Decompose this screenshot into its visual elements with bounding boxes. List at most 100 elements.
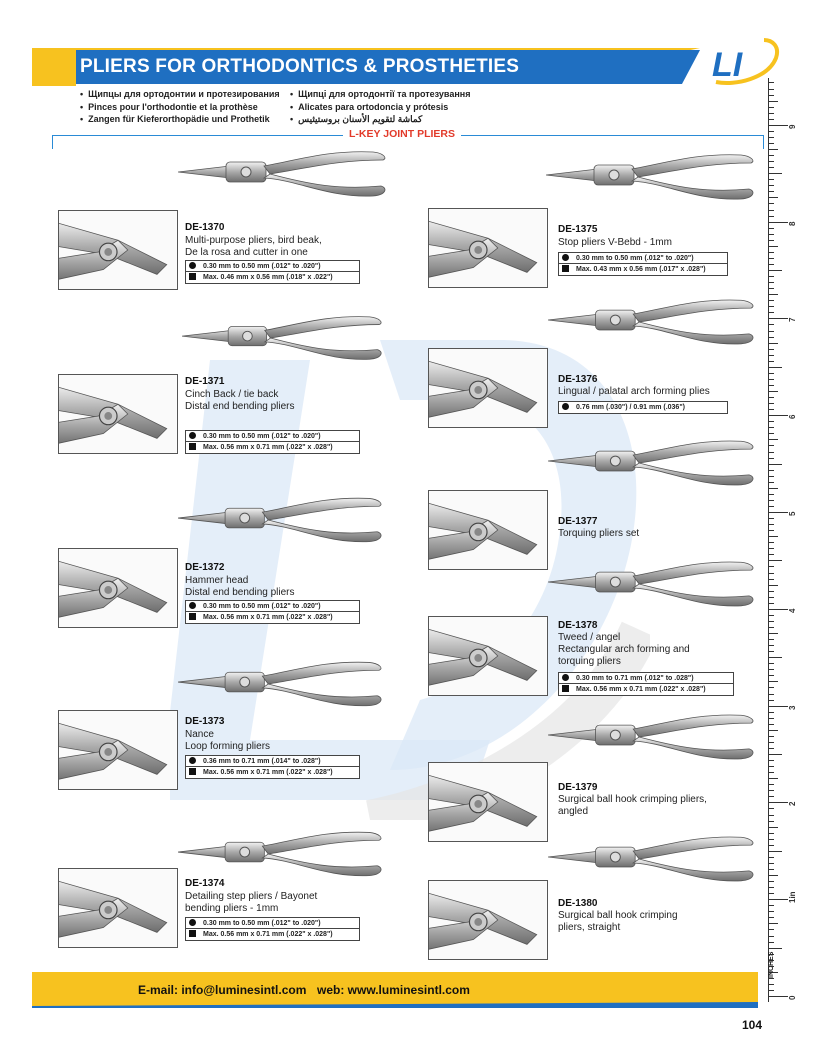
ruler-tick — [768, 760, 774, 762]
ruler-tick — [768, 82, 774, 84]
product-code: DE-1376 — [558, 374, 598, 385]
ruler-tick — [768, 971, 778, 973]
ruler-tick — [768, 161, 774, 163]
description-line: Rectangular arch forming and — [558, 644, 690, 655]
description-line: Nance — [185, 729, 214, 740]
spec-text: Max. 0.56 mm x 0.71 mm (.022" x .028") — [576, 686, 706, 693]
square-wire-icon — [189, 930, 196, 937]
ruler-tick — [768, 905, 774, 907]
round-wire-icon — [562, 254, 569, 261]
languages-column-1: Щипцы для ортодонтии и протезирования Pi… — [80, 88, 280, 126]
description-line: Loop forming pliers — [185, 741, 271, 752]
ruler-tick — [768, 705, 788, 707]
ruler-tick — [768, 929, 774, 931]
ruler-number: 9 — [788, 124, 797, 129]
ruler-tick — [768, 657, 782, 659]
ruler-tick — [768, 584, 778, 586]
ruler-tick — [768, 445, 774, 447]
ruler-tick — [768, 572, 774, 574]
product-description: Cinch Back / tie back Distal end bending… — [185, 389, 295, 413]
plier-photo-de-1377 — [548, 440, 754, 486]
ruler-tick — [768, 560, 782, 562]
ruler-tick — [768, 493, 774, 495]
ruler-tick — [768, 844, 774, 846]
product-description: Lingual / palatal arch forming plies — [558, 386, 710, 398]
ruler-number: 4 — [788, 608, 797, 613]
ruler-tick — [768, 778, 778, 780]
description-line: Surgical ball hook crimping pliers, — [558, 794, 707, 805]
ruler-tick — [768, 475, 774, 477]
page-title: PLIERS FOR ORTHODONTICS & PROSTHETIES — [80, 56, 520, 77]
product-code: DE-1378 — [558, 620, 598, 631]
spec-text: Max. 0.56 mm x 0.71 mm (.022" x .028") — [203, 931, 333, 938]
description-line: torquing pliers — [558, 656, 621, 667]
ruler-tick — [768, 887, 774, 889]
plier-closeup-de-1372 — [58, 548, 178, 628]
ruler-tick — [768, 826, 778, 828]
ruler-tick — [768, 590, 774, 592]
description-line: angled — [558, 806, 589, 817]
spec-text: 0.30 mm to 0.50 mm (.012" to .020") — [203, 263, 321, 270]
product-description: Surgical ball hook crimping pliers, angl… — [558, 794, 707, 818]
spec-text: 0.30 mm to 0.71 mm (.012" to .028") — [576, 675, 694, 682]
ruler-tick — [768, 669, 774, 671]
spec-text: 0.30 mm to 0.50 mm (.012" to .020") — [576, 255, 694, 262]
ruler-tick — [768, 451, 774, 453]
plier-closeup-de-1377 — [428, 490, 548, 570]
spec-text: 0.30 mm to 0.50 mm (.012" to .020") — [203, 433, 321, 440]
ruler-tick — [768, 342, 778, 344]
ruler-tick — [768, 917, 774, 919]
ruler-tick — [768, 433, 774, 435]
product-description: Surgical ball hook crimping pliers, stra… — [558, 910, 678, 934]
plier-closeup-de-1370 — [58, 210, 178, 290]
product-code: DE-1371 — [185, 376, 225, 387]
description-line: Torquing pliers set — [558, 528, 640, 539]
ruler-tick — [768, 996, 788, 997]
plier-closeup-de-1380 — [428, 880, 548, 960]
product-code: DE-1370 — [185, 222, 225, 233]
ruler-tick — [768, 505, 774, 507]
product-description: Nance Loop forming pliers — [185, 729, 270, 753]
spec-text: Max. 0.43 mm x 0.56 mm (.017" x .028") — [576, 266, 706, 273]
ruler-tick — [768, 94, 774, 96]
product-code: DE-1372 — [185, 562, 225, 573]
ruler-tick — [768, 518, 774, 520]
footer-band — [32, 972, 758, 1008]
ruler-tick — [768, 415, 788, 417]
ruler-tick — [768, 620, 774, 622]
ruler-tick — [768, 391, 778, 392]
ruler-tick — [768, 288, 774, 290]
ruler-tick — [768, 741, 774, 743]
ruler-tick — [768, 989, 774, 991]
ruler-tick — [768, 124, 788, 126]
plier-closeup-de-1373 — [58, 710, 178, 790]
plier-photo-de-1378 — [548, 561, 754, 607]
round-wire-icon — [189, 262, 196, 269]
ruler-tick — [768, 766, 774, 768]
ruler-number: 2 — [788, 801, 797, 807]
description-line: Tweed / angel — [558, 632, 621, 643]
description-line: De la rosa and cutter in one — [185, 247, 308, 258]
language-line-ar: كماشة لتقويم الأسنان بروستيثيس — [290, 113, 470, 126]
ruler-tick — [768, 282, 774, 284]
footer-web-link[interactable]: web: www.luminesintl.com — [317, 983, 470, 997]
spec-row: Max. 0.56 mm x 0.71 mm (.022" x .028") — [186, 442, 359, 453]
ruler-axis — [768, 78, 769, 1002]
ruler-tick — [768, 185, 774, 187]
spec-box: 0.76 mm (.030") / 0.91 mm (.036") — [558, 401, 728, 414]
spec-row: 0.30 mm to 0.50 mm (.012" to .020") — [186, 601, 359, 612]
footer-email-link[interactable]: E-mail: info@luminesintl.com — [138, 983, 307, 997]
spec-text: Max. 0.46 mm x 0.56 mm (.018" x .022") — [203, 274, 333, 281]
square-wire-icon — [562, 685, 569, 692]
product-description: Detailing step pliers / Bayonet bending … — [185, 891, 317, 915]
ruler-tick — [768, 354, 774, 356]
ruler-tick — [768, 899, 788, 901]
ruler-tick — [768, 239, 774, 241]
ruler-tick — [768, 155, 774, 157]
ruler-number: 7 — [788, 317, 797, 323]
ruler-tick — [768, 336, 774, 338]
ruler-tick — [768, 772, 774, 774]
ruler-number: 8 — [788, 221, 797, 226]
product-description: Tweed / angel Rectangular arch forming a… — [558, 632, 690, 668]
